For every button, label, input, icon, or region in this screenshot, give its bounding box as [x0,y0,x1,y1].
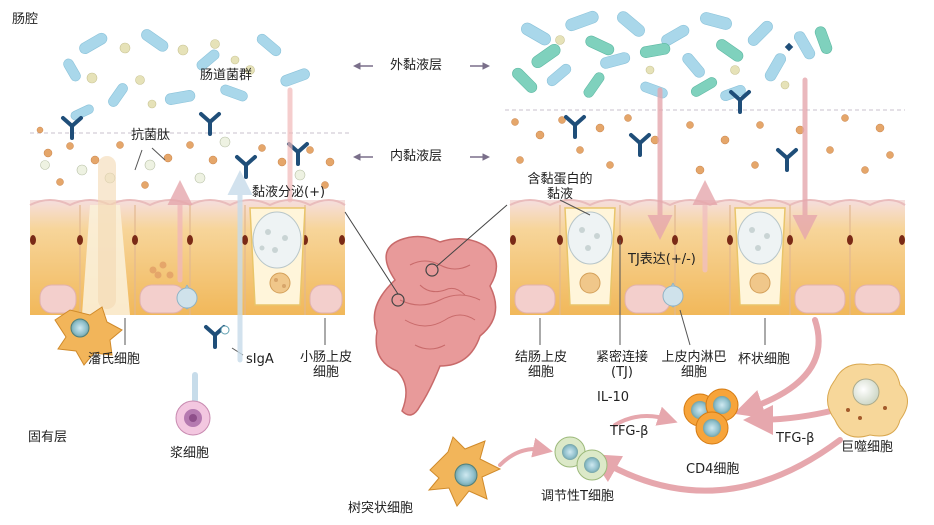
treg-cells [554,436,608,481]
cd4-cells [683,388,739,445]
peptide-granules-right [511,114,894,175]
plasma-cell-label: 浆细胞 [170,446,210,461]
immune-arrows [192,317,843,494]
transport-arrows [98,77,818,363]
colon-epithelium-label: 结肠上皮 细胞 [505,350,577,380]
siga-molecule [220,325,230,335]
tight-junction-label: 紧密连接 (TJ) [586,350,658,380]
microbiota-label: 肠道菌群 [200,68,253,83]
antibody-tips [784,42,794,52]
intestine-illustration [344,204,508,416]
macrophage-label: 巨噬细胞 [841,440,894,455]
tj-expression-label: TJ表达(+/-) [628,252,696,267]
il10-label: IL-10 [597,390,630,405]
outer-mucus-label: 外黏液层 [390,58,443,73]
si-epithelium-line2: 细胞 [312,365,339,380]
inner-mucus-label: 内黏液层 [390,149,443,164]
lamina-propria-label: 固有层 [28,430,68,445]
mucin-mucus-label: 含黏蛋白的 黏液 [515,172,605,202]
antibodies [61,90,798,349]
si-epithelium-line1: 小肠上皮 [299,350,352,365]
mucus-layer-arrows [353,62,490,161]
dendritic-cell-label: 树突状细胞 [348,501,414,516]
cd4-cell-label: CD4细胞 [686,462,740,477]
siga-label: sIgA [246,352,274,367]
tgfb-right-label: TFG-β [776,431,815,446]
label-pointers [124,147,766,356]
treg-label: 调节性T细胞 [541,489,614,504]
colon-epithelium-line2: 细胞 [527,365,554,380]
macrophage [827,363,908,438]
bacteria-right [512,10,833,102]
lumen-label: 肠腔 [12,12,39,27]
tight-junction-line2: (TJ) [611,365,633,380]
mucin-mucus-line2: 黏液 [546,187,573,202]
iel-label: 上皮内淋巴 细胞 [652,350,736,380]
si-epithelium-label: 小肠上皮 细胞 [290,350,362,380]
mucin-mucus-line1: 含黏蛋白的 [527,172,593,187]
paneth-immune-cell [54,306,123,366]
paneth-cell-label: 潘氏细胞 [88,352,141,367]
goblet-cell-label: 杯状细胞 [738,352,791,367]
tight-junction-line1: 紧密连接 [595,350,648,365]
tgfb-left-label: TFG-β [610,424,649,439]
bacteria-left [63,29,310,121]
iel-line2: 细胞 [680,365,707,380]
dendritic-cell [427,436,502,507]
mucus-layer-lines [30,109,905,134]
amp-label: 抗菌肽 [131,128,171,143]
bacteria-left-cocci [86,39,255,109]
iel-line1: 上皮内淋巴 [661,350,727,365]
colon-epithelium-line1: 结肠上皮 [514,350,567,365]
mucus-secretion-label: 黏液分泌(+) [252,185,326,200]
plasma-cell [175,400,211,436]
small-intestine-epithelium [29,199,346,315]
